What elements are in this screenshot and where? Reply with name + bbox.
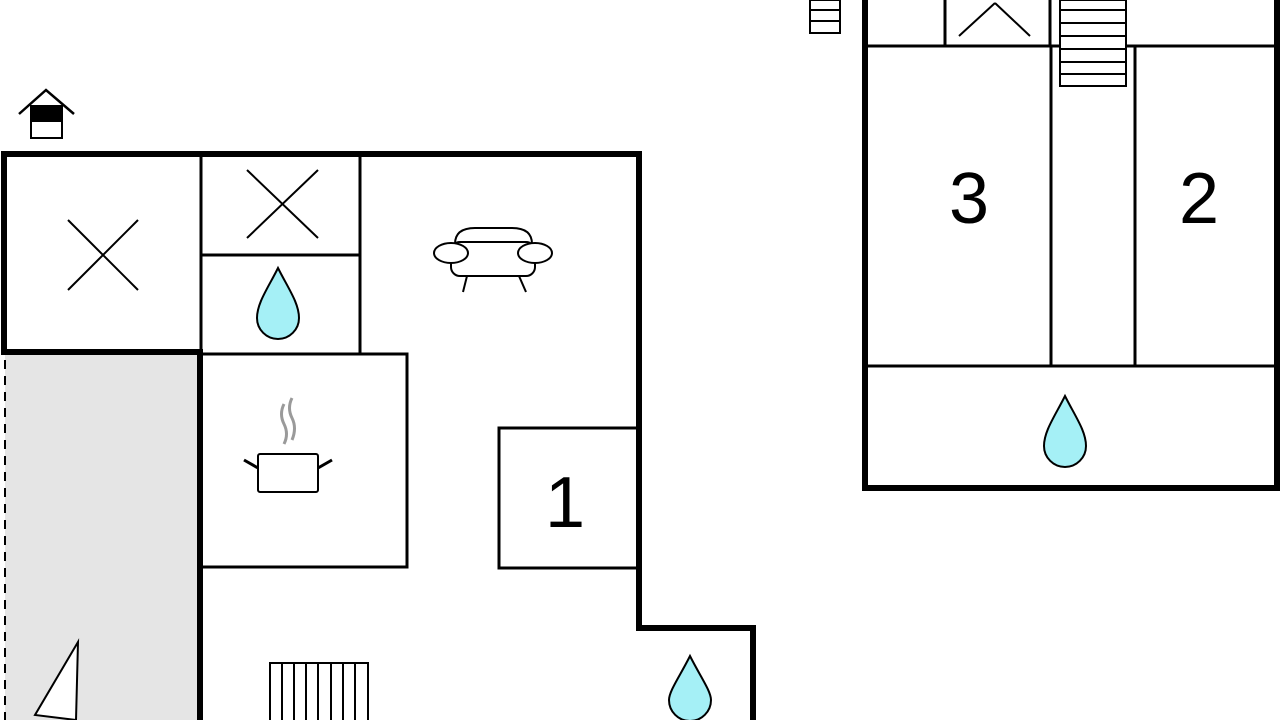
entrance-icon [18, 88, 75, 139]
ground-floor: 1 [1, 88, 756, 720]
upper-floor: 3 2 [809, 0, 1280, 491]
room-2-label: 2 [1179, 159, 1219, 239]
room-3-label: 3 [949, 159, 989, 239]
terrace-area [5, 355, 198, 720]
water-drop-icon [1042, 393, 1088, 468]
bedroom-1 [497, 426, 641, 570]
outer-wall [1, 151, 756, 720]
stairs-icon [1059, 0, 1127, 87]
cooking-pot-icon [243, 397, 333, 493]
floor-level-icon [809, 0, 841, 34]
stairs-icon [269, 662, 369, 720]
kitchen-room [199, 352, 409, 569]
water-drop-icon [255, 265, 301, 340]
unused-room-x-icon [67, 219, 139, 291]
unused-room-x-icon [246, 169, 319, 239]
unused-room-x-icon [958, 2, 1031, 37]
outer-wall [862, 0, 1280, 491]
room-1-label: 1 [545, 463, 585, 543]
north-arrow-icon [33, 638, 80, 720]
sofa-icon [433, 227, 553, 293]
water-drop-icon [667, 653, 713, 720]
